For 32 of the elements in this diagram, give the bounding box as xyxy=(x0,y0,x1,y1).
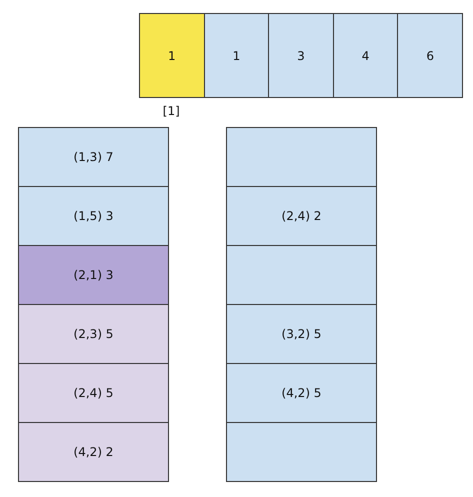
empty-array-cell xyxy=(226,127,377,187)
array-cell xyxy=(226,304,377,364)
cell-value: (2,1) 3 xyxy=(74,268,114,282)
array-cell xyxy=(18,304,169,364)
empty-array-cell xyxy=(226,422,377,482)
cell-value: (2,3) 5 xyxy=(74,327,114,341)
array-cell xyxy=(18,127,169,187)
cell-value: (2,4) 2 xyxy=(282,209,322,223)
cell-value: (4,2) 2 xyxy=(74,445,114,459)
array-cell xyxy=(204,13,270,98)
array-cell xyxy=(139,13,205,98)
array-cell xyxy=(18,245,169,305)
array-cell xyxy=(226,363,377,423)
index-label: [1] xyxy=(162,104,180,118)
empty-array-cell xyxy=(226,245,377,305)
cell-value: 6 xyxy=(426,48,434,62)
array-cell xyxy=(18,422,169,482)
array-cell xyxy=(18,186,169,246)
array-cell xyxy=(268,13,334,98)
cell-value: 1 xyxy=(168,48,176,62)
array-cell xyxy=(226,186,377,246)
array-cell xyxy=(332,13,398,98)
cell-value: 4 xyxy=(362,48,370,62)
cell-value: (2,4) 5 xyxy=(74,386,114,400)
array-cell xyxy=(397,13,463,98)
cell-value: 3 xyxy=(297,48,305,62)
cell-value: (3,2) 5 xyxy=(282,327,322,341)
cell-value: (1,3) 7 xyxy=(74,150,114,164)
cell-value: (1,5) 3 xyxy=(74,209,114,223)
array-cell xyxy=(18,363,169,423)
cell-value: 1 xyxy=(232,48,240,62)
cell-value: (4,2) 5 xyxy=(282,386,322,400)
